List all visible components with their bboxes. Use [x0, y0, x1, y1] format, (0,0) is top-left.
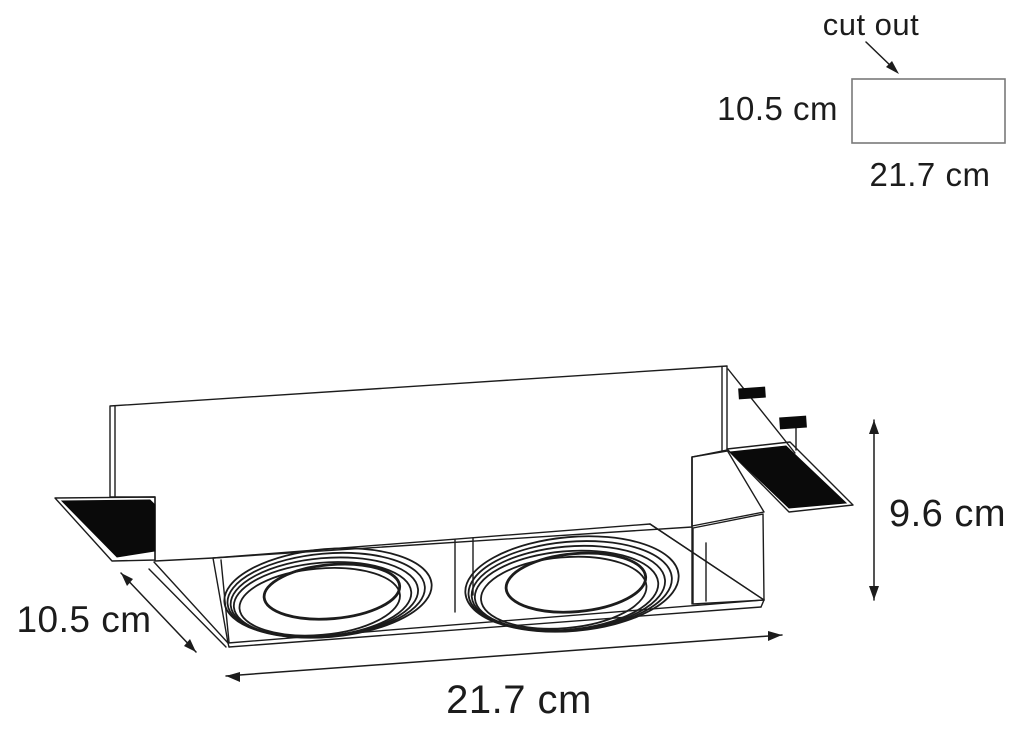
- fixture-height-label: 9.6 cm: [888, 493, 1007, 535]
- lamp-right: [464, 535, 680, 633]
- dimension-arrow-depth: [120, 572, 197, 653]
- mounting-clips: [727, 368, 807, 454]
- lamp-divider: [454, 537, 474, 613]
- cutout-title-label: cut out: [822, 7, 920, 42]
- cutout-spec-group: [851, 41, 1006, 144]
- dimension-arrow-height: [869, 419, 879, 601]
- right-flange: [726, 441, 854, 513]
- fixture-width-label: 21.7 cm: [446, 678, 592, 722]
- interior-tray: [212, 523, 765, 648]
- mounting-clip-1: [738, 386, 766, 400]
- fixture-depth-label: 10.5 cm: [16, 599, 152, 640]
- left-edge-strip: [148, 561, 229, 648]
- cutout-height-label: 10.5 cm: [717, 90, 838, 127]
- mounting-clip-2: [779, 415, 807, 430]
- cutout-rectangle: [851, 78, 1006, 144]
- clip-wire: [727, 368, 796, 454]
- left-flange: [54, 496, 156, 562]
- right-step: [649, 449, 765, 605]
- lamp-left: [223, 547, 433, 639]
- back-wall: [109, 365, 728, 562]
- cutout-pointer-arrow-icon: [865, 41, 899, 74]
- fixture-body-group: [54, 365, 854, 648]
- dimension-arrow-width: [225, 631, 783, 682]
- cutout-width-label: 21.7 cm: [869, 156, 991, 193]
